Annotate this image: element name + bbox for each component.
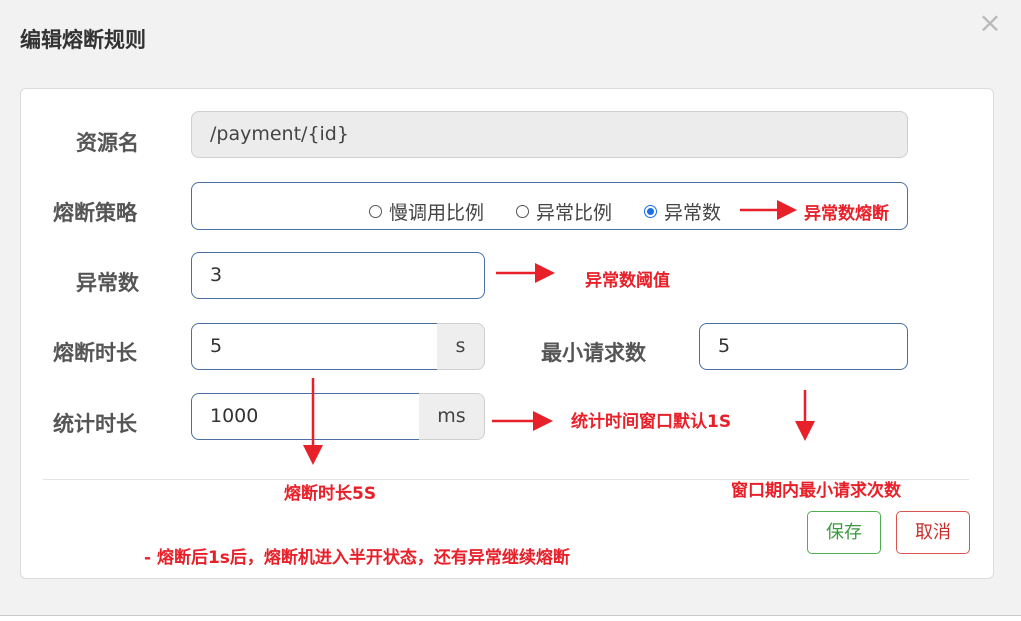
dialog-title: 编辑熔断规则: [20, 28, 146, 52]
min-requests-input[interactable]: 5: [699, 323, 908, 370]
annotation-threshold-note: 异常数阈值: [585, 271, 670, 291]
stat-duration-label: 统计时长: [53, 412, 137, 436]
save-button[interactable]: 保存: [807, 511, 881, 554]
radio-checked-icon: [644, 205, 657, 218]
resource-label: 资源名: [76, 131, 139, 155]
annotation-footer-note: - 熔断后1s后，熔断机进入半开状态，还有异常继续熔断: [144, 548, 570, 568]
close-icon[interactable]: ×: [978, 6, 1002, 39]
radio-exception-ratio[interactable]: 异常比例: [516, 198, 612, 225]
annotation-strategy-note: 异常数熔断: [804, 204, 889, 224]
radio-unchecked-icon: [369, 205, 382, 218]
break-duration-label: 熔断时长: [53, 341, 137, 365]
radio-label: 异常比例: [536, 202, 613, 224]
stat-duration-input[interactable]: 1000: [191, 393, 420, 440]
radio-label: 异常数: [664, 202, 722, 224]
annotation-min-req-note: 窗口期内最小请求次数: [731, 481, 901, 501]
break-duration-input[interactable]: 5: [191, 323, 438, 370]
strategy-label: 熔断策略: [53, 201, 137, 225]
annotation-stat-note: 统计时间窗口默认1S: [571, 412, 732, 432]
annotation-duration-note: 熔断时长5S: [284, 484, 377, 504]
break-duration-unit: s: [437, 323, 485, 370]
resource-input[interactable]: /payment/{id}: [191, 111, 908, 158]
stat-duration-unit: ms: [419, 393, 485, 440]
min-requests-label: 最小请求数: [541, 341, 646, 365]
cancel-button[interactable]: 取消: [896, 511, 970, 554]
footer-divider: [43, 479, 969, 480]
radio-slow-call-ratio[interactable]: 慢调用比例: [369, 198, 484, 225]
exception-count-input[interactable]: 3: [191, 252, 485, 299]
radio-exception-count[interactable]: 异常数: [644, 198, 721, 225]
radio-label: 慢调用比例: [389, 202, 485, 224]
radio-unchecked-icon: [516, 205, 529, 218]
exception-count-label: 异常数: [76, 271, 139, 295]
